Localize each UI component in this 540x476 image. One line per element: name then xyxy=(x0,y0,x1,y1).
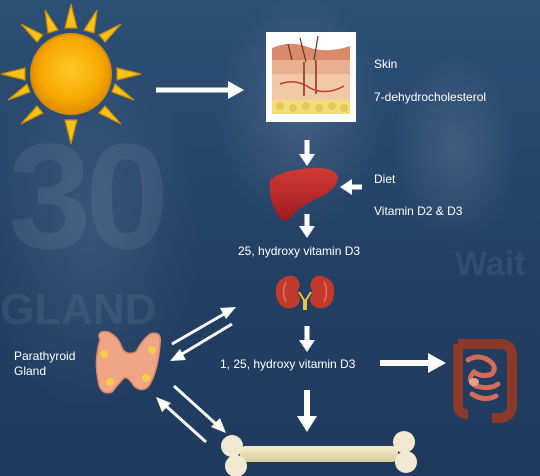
bone-icon xyxy=(221,431,417,476)
skin-icon xyxy=(266,32,356,122)
intestine-icon xyxy=(458,344,512,418)
arrow-dihydroxy-to-bone xyxy=(297,390,317,432)
arrow-sun-to-skin xyxy=(156,81,244,99)
arrow-parathyroid-to-bone xyxy=(174,386,226,433)
hydroxy-vitamin-d3-label: 25, hydroxy vitamin D3 xyxy=(238,244,360,258)
arrow-diet-to-liver xyxy=(340,179,362,195)
vitamin-d2-d3-label: Vitamin D2 & D3 xyxy=(374,204,462,218)
dihydroxy-vitamin-d3-label: 1, 25, hydroxy vitamin D3 xyxy=(220,357,355,371)
parathyroid-icon xyxy=(96,332,160,393)
sun-icon xyxy=(1,4,141,144)
arrow-dihydroxy-to-intestine xyxy=(380,353,446,373)
arrow-kidney-to-dihydroxy xyxy=(299,326,315,352)
diet-label: Diet xyxy=(374,172,395,186)
arrow-liver-to-hydroxy xyxy=(299,214,315,238)
gland-label: Gland xyxy=(14,364,46,378)
liver-icon xyxy=(270,168,338,221)
dehydrocholesterol-label: 7-dehydrocholesterol xyxy=(374,90,486,104)
arrow-kidney-to-parathyroid xyxy=(170,324,232,361)
arrow-bone-to-parathyroid xyxy=(156,397,206,442)
parathyroid-label: Parathyroid xyxy=(14,349,75,363)
skin-label: Skin xyxy=(374,57,397,71)
arrow-skin-to-liver xyxy=(299,140,315,166)
kidney-icon xyxy=(276,276,335,310)
arrow-parathyroid-to-kidney xyxy=(172,307,236,344)
